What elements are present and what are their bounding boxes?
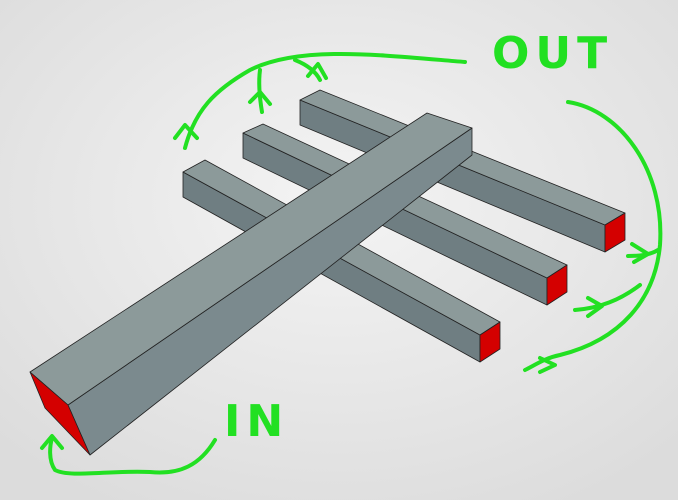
arrowhead-icon: [306, 62, 328, 80]
inflow-arrow: [48, 436, 217, 476]
flow-annotations: [40, 52, 663, 476]
outlet-label: OUT: [492, 28, 614, 79]
outlet-face-1: [604, 212, 626, 253]
outflow-arrow-2: [523, 100, 663, 372]
outlet-face-2: [546, 264, 568, 306]
arrowhead-icon: [586, 296, 604, 318]
arrowhead-icon: [248, 90, 272, 106]
arrowhead-icon: [630, 242, 650, 264]
outflow-arrow-1: [183, 52, 467, 150]
arrowhead-icon: [538, 356, 557, 374]
arrowhead-icon: [173, 123, 199, 140]
outlet-face-3: [479, 321, 501, 363]
inlet-label: IN: [224, 396, 290, 447]
arrowhead-icon: [40, 434, 64, 450]
inlet-main-beam: [29, 112, 473, 456]
inlet-face: [29, 371, 91, 456]
